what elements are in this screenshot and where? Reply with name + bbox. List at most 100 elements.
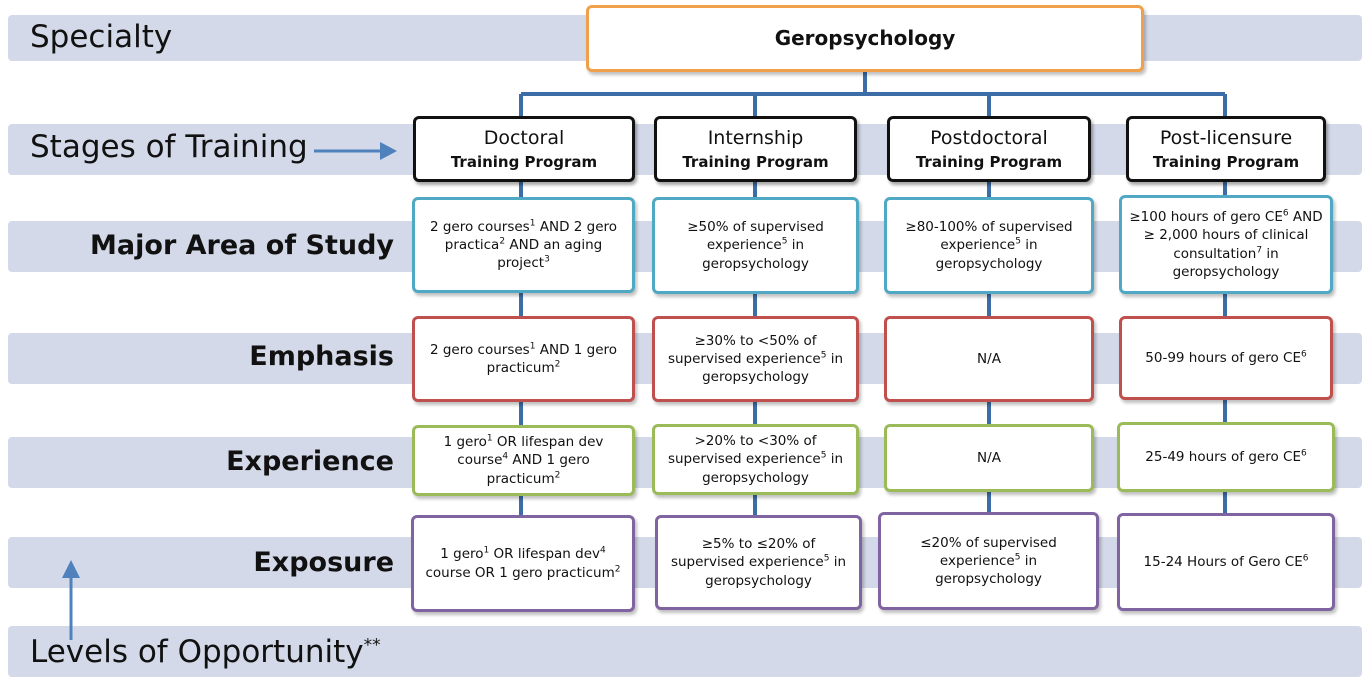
- footnote-marker: 6: [1302, 553, 1309, 564]
- footnote-marker: 5: [820, 450, 827, 461]
- cell-text: ≥30% to <50% of supervised experience5 i…: [661, 332, 850, 387]
- footnote-marker: 4: [502, 451, 509, 462]
- row-label-exposure: Exposure: [253, 547, 394, 578]
- cell-text: 1 gero1 OR lifespan dev course4 AND 1 ge…: [421, 433, 626, 488]
- cell-text: N/A: [977, 350, 1001, 368]
- cell-text-run: 50-99 hours of gero CE: [1145, 349, 1301, 366]
- footnote-marker: 6: [1282, 208, 1289, 219]
- cell-text-run: in geropsychology: [702, 237, 809, 272]
- cell-experience-postdoctoral: N/A: [884, 424, 1094, 492]
- cell-text-run: in geropsychology: [705, 554, 847, 589]
- row-label-specialty: Specialty: [30, 19, 173, 55]
- cell-text: 2 gero courses1 AND 2 gero practica2 AND…: [421, 218, 626, 273]
- footnote-marker: 1: [529, 218, 536, 229]
- cell-text-run: ≥50% of supervised experience: [687, 219, 824, 254]
- cell-text-run: in geropsychology: [935, 552, 1042, 588]
- cell-major-postdoctoral: ≥80-100% of supervised experience5 in ge…: [884, 197, 1094, 294]
- stage-subtitle: Training Program: [450, 152, 598, 171]
- cell-text: N/A: [977, 449, 1001, 467]
- stage-title: Doctoral: [483, 127, 565, 150]
- cell-text-run: AND ≥ 2,000 hours of clinical consultati…: [1143, 209, 1323, 262]
- row-label-emphasis: Emphasis: [249, 341, 394, 372]
- stage-postdoctoral: Postdoctoral Training Program: [887, 116, 1091, 182]
- cell-emphasis-post-licensure: 50-99 hours of gero CE6: [1119, 316, 1333, 400]
- cell-text-run: 2 gero courses: [429, 341, 530, 358]
- footnote-marker: 5: [820, 350, 827, 361]
- cell-emphasis-doctoral: 2 gero courses1 AND 1 gero practicum2: [412, 316, 635, 402]
- stage-internship: Internship Training Program: [654, 116, 857, 182]
- cell-text-run: ≥30% to <50% of supervised experience: [667, 332, 821, 367]
- cell-text-run: 1 gero: [440, 546, 484, 563]
- specialty-box: Geropsychology: [586, 5, 1144, 72]
- cell-text-run: 15-24 Hours of Gero CE: [1143, 553, 1303, 570]
- cell-text-run: in geropsychology: [935, 237, 1043, 272]
- cell-text: ≤20% of supervised experience5 in gerops…: [887, 534, 1090, 589]
- row-label-stages: Stages of Training: [30, 129, 308, 165]
- cell-text-run: AND 1 gero practicum: [486, 341, 618, 376]
- band-levels: [8, 626, 1362, 677]
- cell-text: 1 gero1 OR lifespan dev4 course OR 1 ger…: [420, 545, 626, 581]
- levels-arrow: [62, 560, 80, 640]
- stage-subtitle: Training Program: [1152, 152, 1300, 171]
- cell-text-run: course OR 1 gero practicum: [425, 564, 615, 581]
- cell-text-run: N/A: [977, 350, 1001, 367]
- cell-major-doctoral: 2 gero courses1 AND 2 gero practica2 AND…: [412, 197, 635, 293]
- cell-text-run: AND an aging project: [497, 236, 603, 272]
- cell-experience-internship: >20% to <30% of supervised experience5 i…: [652, 424, 859, 495]
- cell-exposure-doctoral: 1 gero1 OR lifespan dev4 course OR 1 ger…: [411, 515, 635, 612]
- cell-text: 25-49 hours of gero CE6: [1145, 448, 1306, 466]
- stage-subtitle: Training Program: [915, 152, 1063, 171]
- footnote-marker: 6: [1300, 448, 1307, 459]
- footnote-marker: 2: [499, 236, 506, 247]
- stage-title: Post-licensure: [1159, 127, 1293, 150]
- cell-major-post-licensure: ≥100 hours of gero CE6 AND ≥ 2,000 hours…: [1119, 195, 1333, 294]
- cell-emphasis-postdoctoral: N/A: [884, 316, 1094, 402]
- footnote-marker: 4: [600, 545, 606, 556]
- footnote-marker: 1: [529, 341, 536, 352]
- cell-text-run: 2 gero courses: [429, 218, 530, 235]
- footnote-marker: 5: [1015, 236, 1021, 247]
- cell-text: ≥80-100% of supervised experience5 in ge…: [893, 218, 1085, 273]
- row-label-levels: Levels of Opportunity**: [30, 634, 381, 670]
- cell-emphasis-internship: ≥30% to <50% of supervised experience5 i…: [652, 316, 859, 402]
- cell-text-run: in geropsychology: [702, 451, 844, 486]
- cell-exposure-internship: ≥5% to ≤20% of supervised experience5 in…: [655, 515, 862, 610]
- cell-text-run: in geropsychology: [702, 350, 844, 386]
- footnote-marker: 2: [554, 359, 561, 370]
- cell-text-run: AND 2 gero practica: [444, 218, 618, 253]
- footnote-marker: 1: [483, 545, 490, 556]
- cell-text: ≥50% of supervised experience5 in gerops…: [661, 218, 850, 273]
- cell-text-run: AND 1 gero practicum: [486, 452, 590, 487]
- footnote-marker: 5: [781, 236, 788, 247]
- footnote-marker: 3: [544, 254, 550, 265]
- footnote-marker: 2: [614, 564, 621, 574]
- cell-text-run: 25-49 hours of gero CE: [1145, 448, 1301, 465]
- stage-title: Internship: [707, 127, 804, 150]
- footnote-marker: 5: [1014, 552, 1021, 563]
- cell-exposure-post-licensure: 15-24 Hours of Gero CE6: [1117, 513, 1335, 611]
- cell-text: 50-99 hours of gero CE6: [1145, 349, 1306, 367]
- cell-text: ≥5% to ≤20% of supervised experience5 in…: [664, 535, 853, 590]
- row-label-major: Major Area of Study: [90, 230, 394, 261]
- levels-footnote-mark: **: [363, 635, 381, 656]
- cell-text-run: OR lifespan dev course: [457, 434, 604, 469]
- row-label-experience: Experience: [226, 446, 394, 477]
- cell-text: ≥100 hours of gero CE6 AND ≥ 2,000 hours…: [1128, 208, 1324, 281]
- cell-text-run: 1 gero: [443, 434, 487, 451]
- cell-text-run: N/A: [977, 449, 1001, 466]
- cell-text: 2 gero courses1 AND 1 gero practicum2: [421, 341, 626, 377]
- cell-experience-doctoral: 1 gero1 OR lifespan dev course4 AND 1 ge…: [412, 425, 635, 496]
- footnote-marker: 5: [823, 553, 830, 564]
- cell-text-run: ≥100 hours of gero CE: [1129, 209, 1283, 226]
- cell-text-run: in geropsychology: [1172, 245, 1280, 280]
- footnote-marker: 1: [486, 433, 493, 444]
- footnote-marker: 6: [1300, 349, 1307, 360]
- cell-text-run: ≥5% to ≤20% of supervised experience: [670, 536, 824, 571]
- stage-doctoral: Doctoral Training Program: [413, 116, 635, 182]
- stage-post-licensure: Post-licensure Training Program: [1126, 116, 1326, 182]
- levels-text: Levels of Opportunity: [30, 634, 364, 670]
- stage-subtitle: Training Program: [682, 152, 829, 171]
- stage-title: Postdoctoral: [930, 127, 1048, 150]
- cell-experience-post-licensure: 25-49 hours of gero CE6: [1117, 422, 1335, 492]
- cell-exposure-postdoctoral: ≤20% of supervised experience5 in gerops…: [878, 512, 1099, 610]
